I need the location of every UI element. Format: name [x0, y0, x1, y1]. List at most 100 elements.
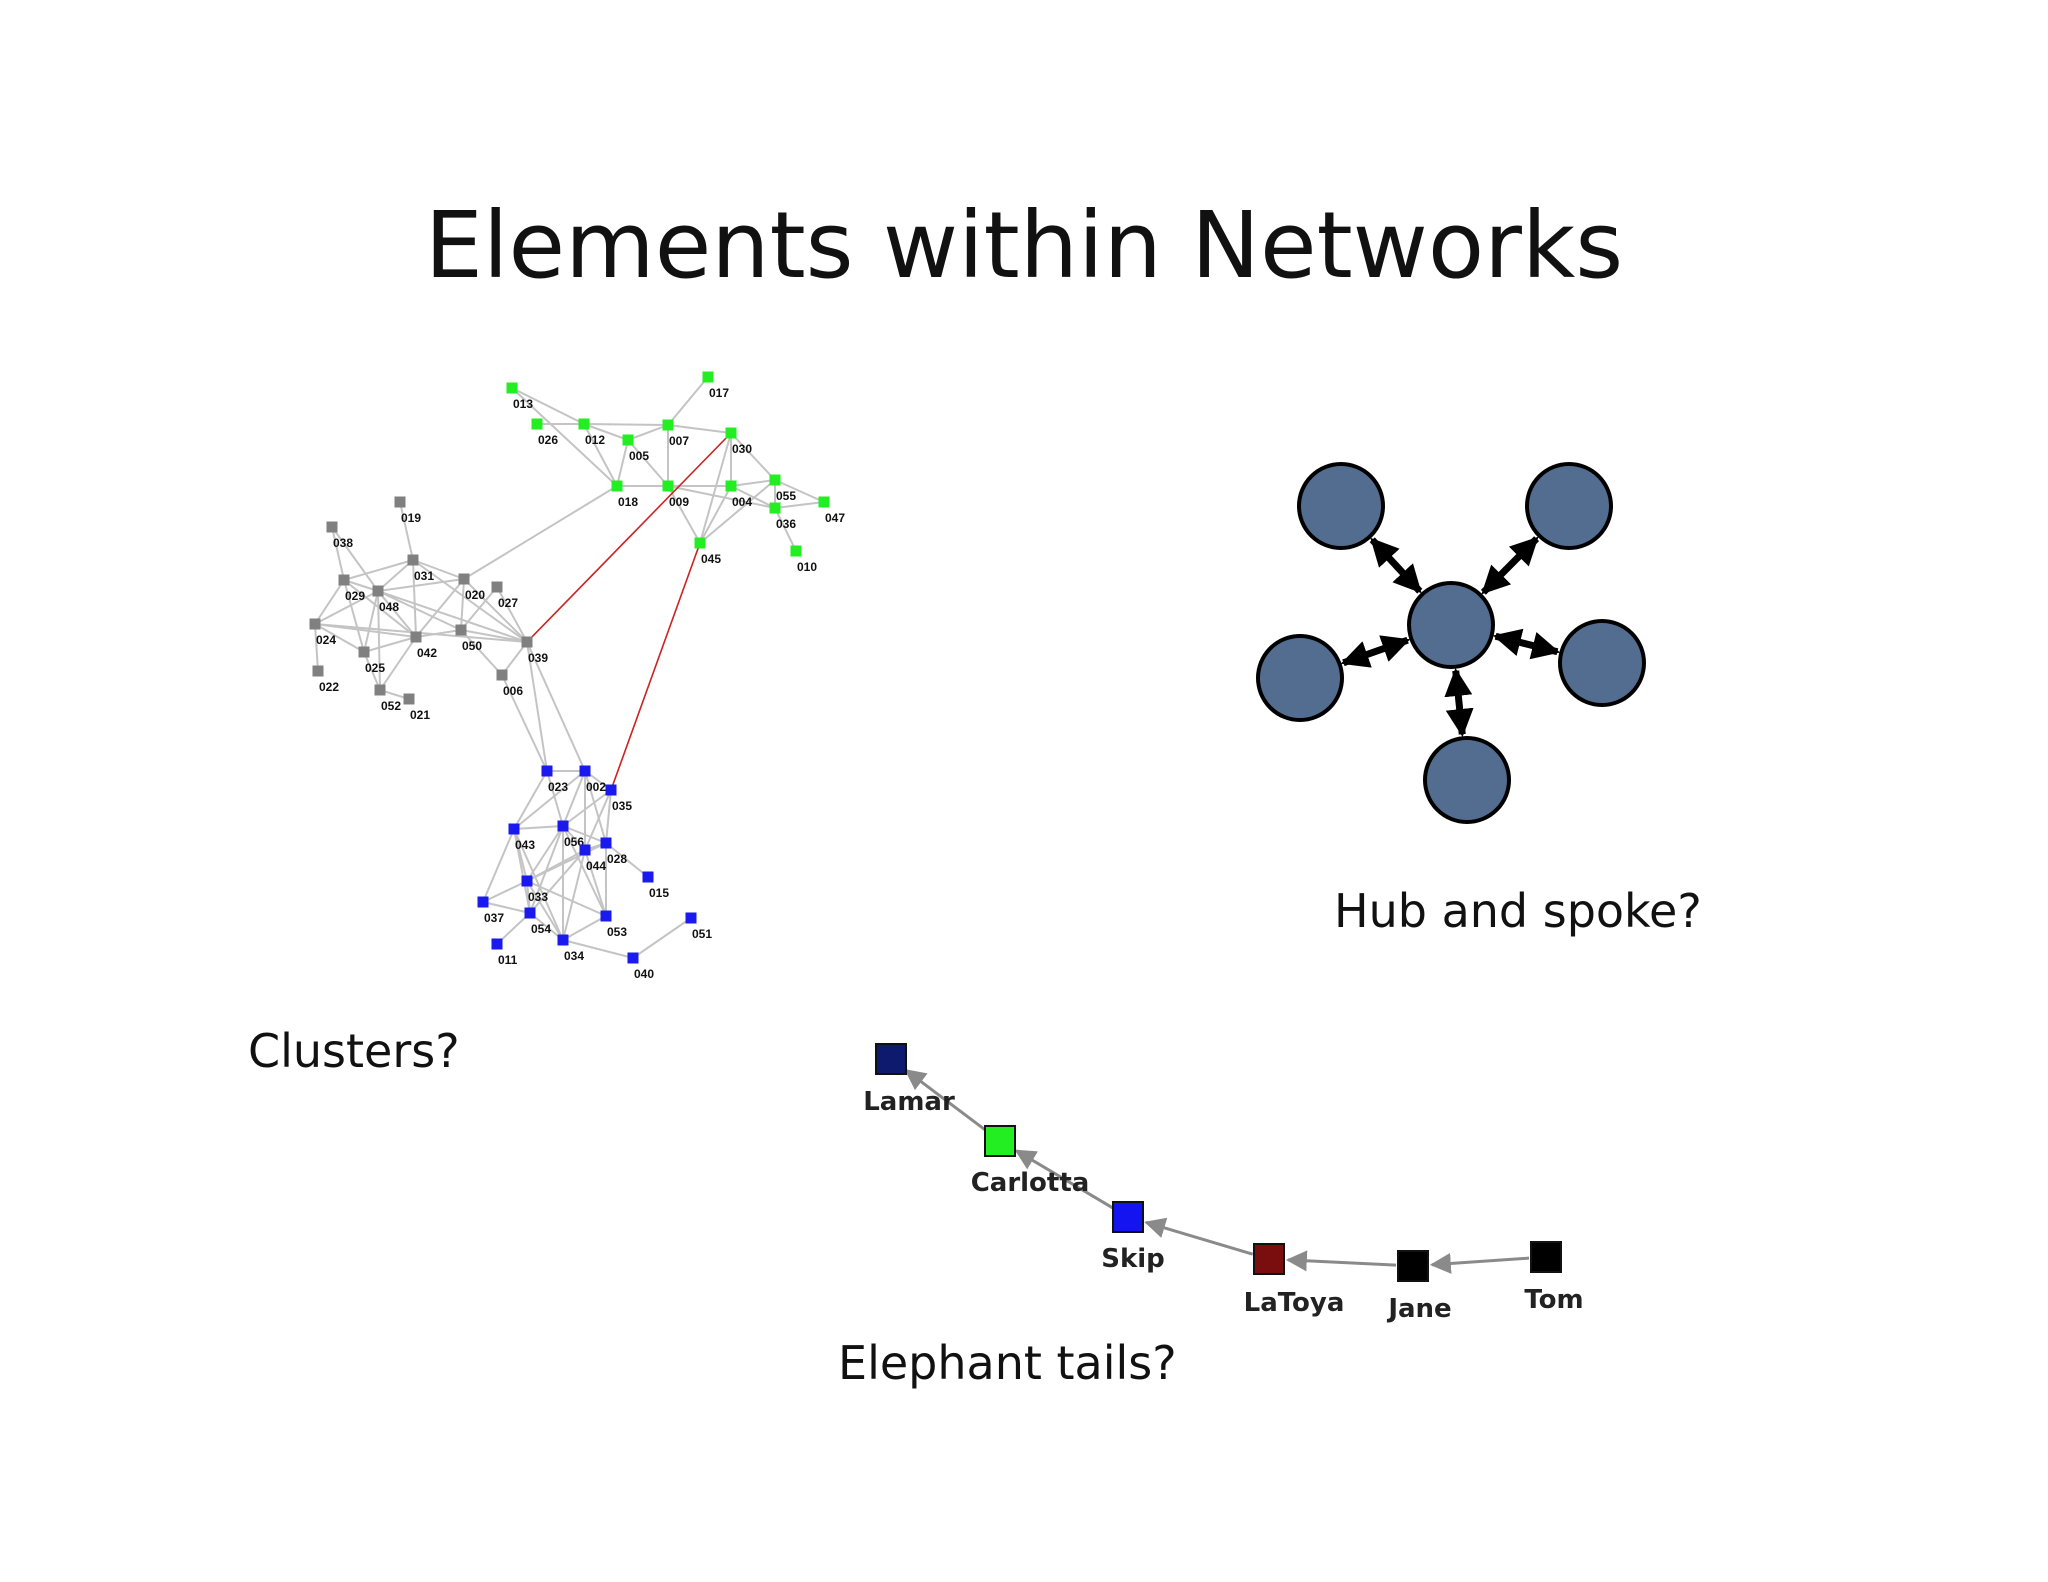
network-edge	[699, 485, 732, 544]
node-label-043: 043	[515, 838, 535, 852]
network-edge	[774, 501, 825, 509]
node-label-020: 020	[465, 588, 485, 602]
node-label-005: 005	[629, 449, 649, 463]
node-label-052: 052	[381, 699, 401, 713]
double-arrow-right	[1492, 628, 1561, 660]
node-label-050: 050	[462, 639, 482, 653]
node-label-010: 010	[797, 560, 817, 574]
network-edge	[314, 623, 365, 653]
network-edge	[363, 651, 381, 691]
network-edge	[513, 825, 564, 830]
node-054	[524, 907, 536, 919]
node-label-036: 036	[776, 517, 796, 531]
network-edge	[460, 578, 465, 631]
spoke-node-left	[1256, 634, 1344, 722]
network-edge	[605, 789, 612, 844]
tail-node-carlotta	[984, 1125, 1016, 1157]
node-038	[326, 521, 338, 533]
network-edge	[482, 880, 528, 903]
node-label-023: 023	[548, 780, 568, 794]
node-label-047: 047	[825, 511, 845, 525]
network-edge	[377, 590, 462, 631]
network-edge	[605, 842, 649, 878]
node-label-006: 006	[503, 684, 523, 698]
node-label-056: 056	[564, 835, 584, 849]
node-033	[521, 875, 533, 887]
node-012	[578, 418, 590, 430]
node-label-024: 024	[316, 633, 336, 647]
hub-nodes	[1256, 462, 1646, 824]
node-050	[455, 624, 467, 636]
node-label-051: 051	[692, 927, 712, 941]
network-edge	[730, 479, 776, 487]
spoke-node-bottom	[1423, 736, 1511, 824]
node-label-017: 017	[709, 386, 729, 400]
node-025	[358, 646, 370, 658]
tail-arrow	[1285, 1250, 1397, 1272]
network-edge	[667, 376, 709, 426]
node-055	[769, 474, 781, 486]
node-label-045: 045	[701, 552, 721, 566]
network-edge	[583, 423, 618, 487]
network-edge	[584, 849, 607, 917]
node-label-044: 044	[586, 859, 606, 873]
node-051	[685, 912, 697, 924]
network-edge	[377, 590, 528, 643]
node-label-026: 026	[538, 433, 558, 447]
network-edge	[774, 479, 825, 503]
network-edge	[627, 439, 669, 487]
network-edge	[314, 579, 345, 625]
network-edge	[377, 559, 414, 592]
tail-label-jane: Jane	[1386, 1294, 1451, 1324]
node-022	[312, 665, 324, 677]
node-label-040: 040	[634, 967, 654, 981]
network-edge	[463, 485, 618, 580]
tail-node-lamar	[875, 1043, 907, 1075]
network-edge	[699, 479, 776, 544]
tail-node-tom	[1530, 1241, 1562, 1273]
network-edge	[562, 770, 586, 827]
node-048	[372, 585, 384, 597]
network-edge	[526, 641, 548, 772]
network-edge	[314, 623, 319, 672]
network-edge	[343, 559, 414, 581]
node-005	[622, 434, 634, 446]
node-034	[557, 934, 569, 946]
network-edge	[562, 915, 607, 941]
node-039	[521, 636, 533, 648]
network-edge	[546, 770, 564, 827]
node-label-018: 018	[618, 495, 638, 509]
double-arrow-bottom	[1444, 667, 1474, 738]
tail-node-skip	[1112, 1201, 1144, 1233]
network-edge	[526, 880, 564, 941]
node-label-039: 039	[528, 651, 548, 665]
network-edge	[377, 578, 465, 592]
tail-arrow	[1429, 1252, 1530, 1274]
node-023	[541, 765, 553, 777]
network-edge	[562, 849, 586, 941]
node-018	[611, 480, 623, 492]
network-edge	[667, 424, 732, 434]
network-edge	[331, 526, 379, 592]
slide-title: Elements within Networks	[424, 192, 1624, 299]
network-edge	[627, 424, 669, 441]
network-edge	[482, 901, 531, 914]
node-009	[662, 480, 674, 492]
double-arrow-left	[1340, 635, 1411, 668]
network-edge	[377, 590, 417, 638]
node-label-035: 035	[612, 799, 632, 813]
network-edge	[513, 770, 548, 830]
tail-node-latoya	[1253, 1243, 1285, 1275]
network-edge	[730, 432, 776, 481]
node-label-028: 028	[607, 852, 627, 866]
network-edge	[584, 770, 607, 844]
node-056	[557, 820, 569, 832]
node-label-022: 022	[319, 680, 339, 694]
network-edge	[463, 578, 528, 643]
network-edge	[314, 590, 379, 625]
tail-label-lamar: Lamar	[863, 1087, 955, 1117]
network-edge	[412, 559, 528, 643]
spoke-node-right	[1558, 619, 1646, 707]
network-edge	[616, 439, 629, 487]
